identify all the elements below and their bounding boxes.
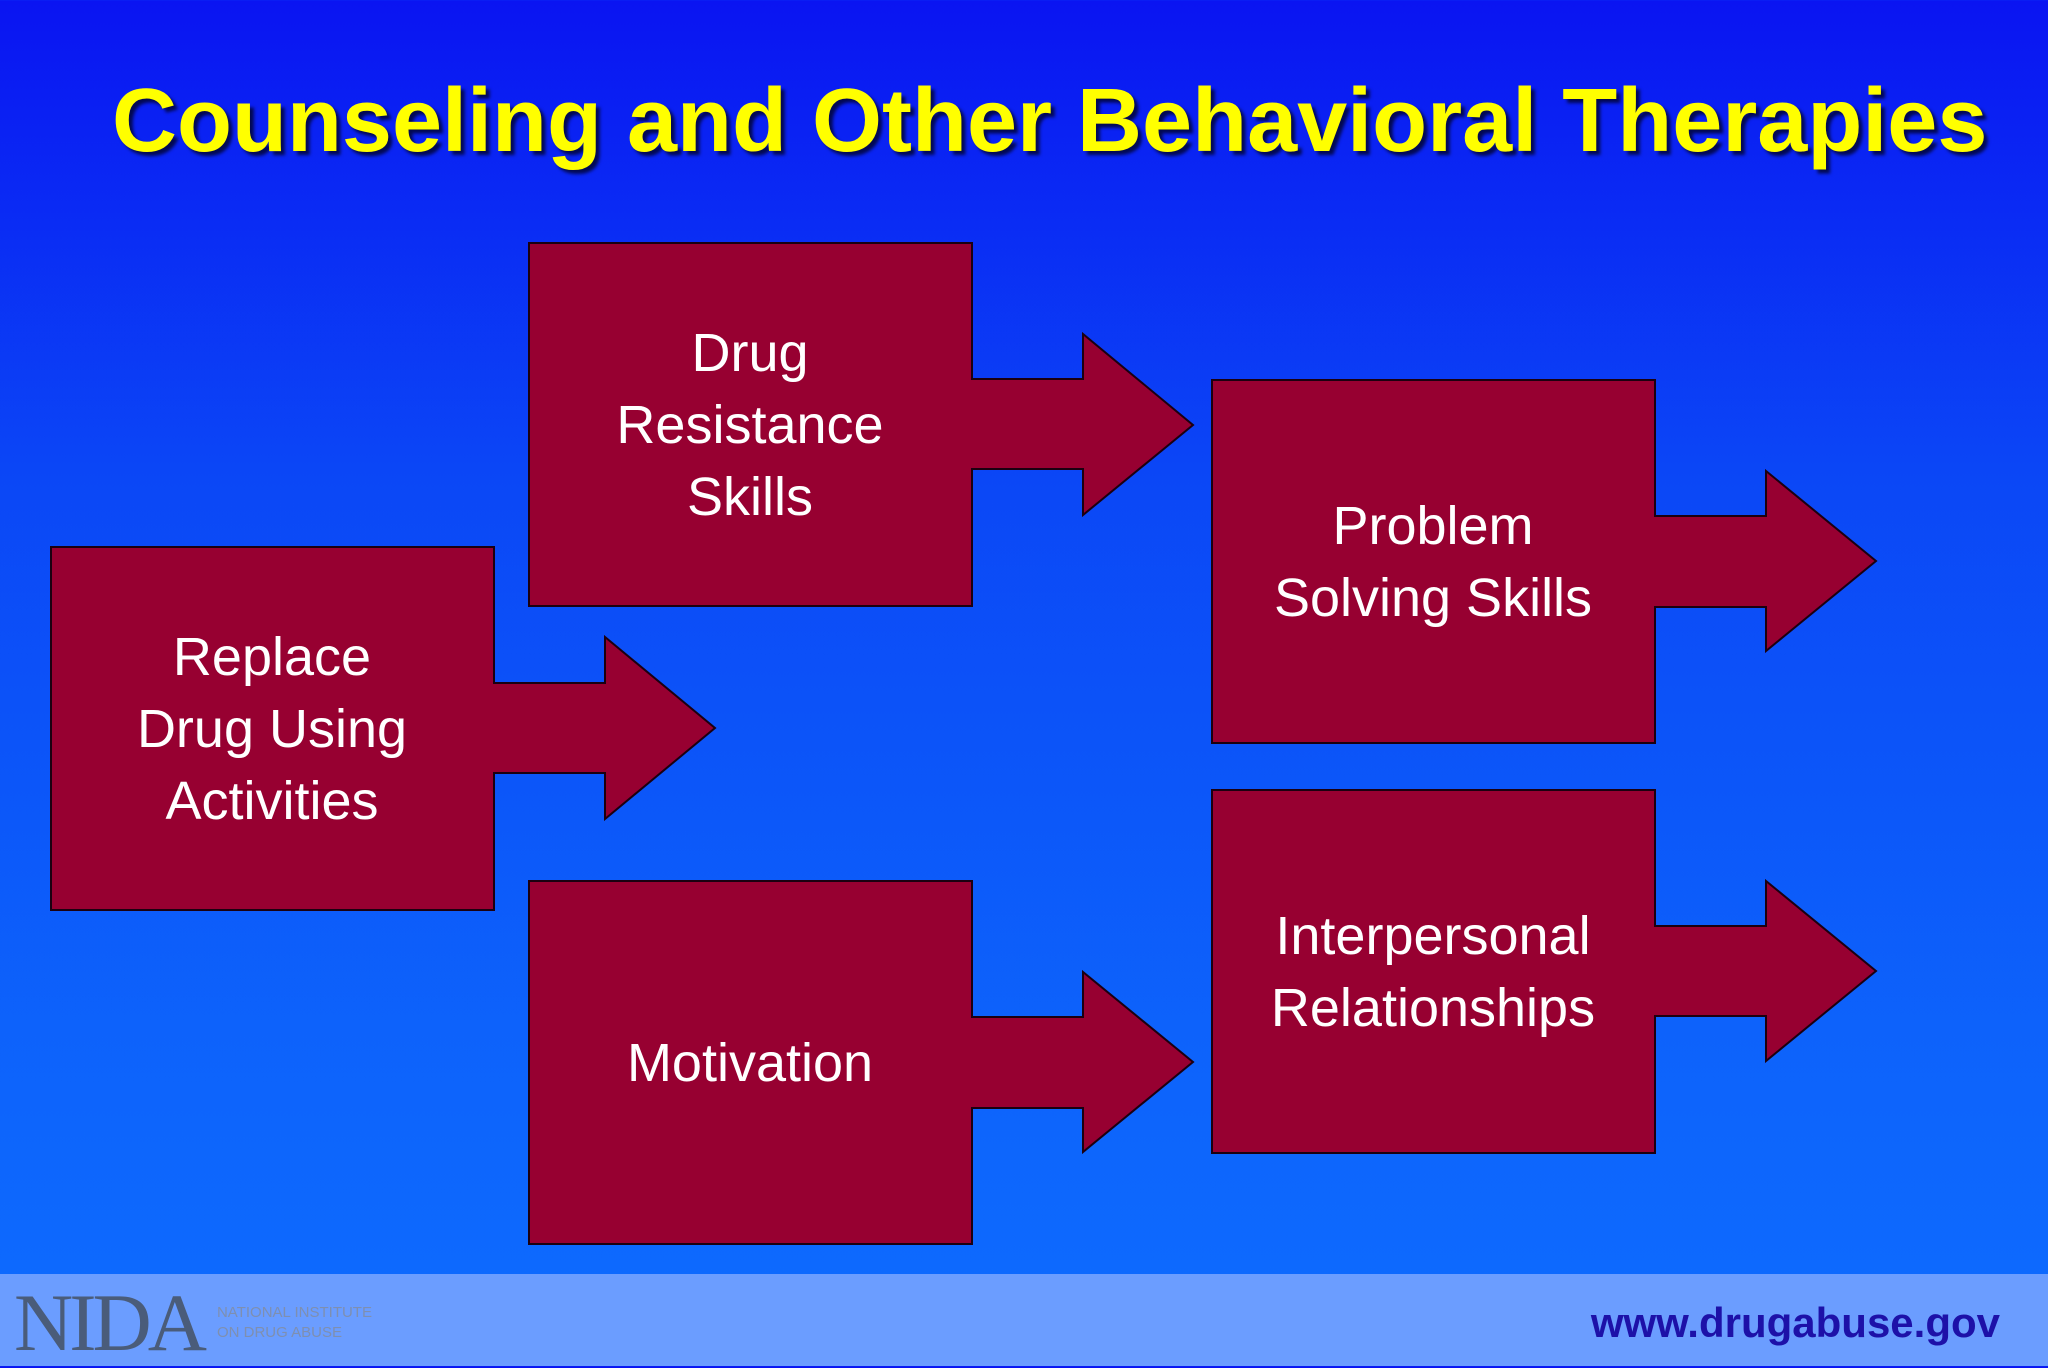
website-link[interactable]: www.drugabuse.gov <box>1590 1299 2000 1346</box>
logo-line-1: National Institute <box>216 1304 372 1321</box>
logo-line-2: on Drug Abuse <box>216 1324 342 1341</box>
footer-bar: NIDA National Institute on Drug Abuse ww… <box>0 1274 2048 1366</box>
slide-title: Counseling and Other Behavioral Therapie… <box>112 71 1988 171</box>
motivation-arrow-box <box>528 880 1195 1245</box>
nida-logo: NIDA National Institute on Drug Abuse <box>14 1277 372 1368</box>
nida-logo-mark: NIDA <box>14 1277 207 1368</box>
problem-solving-arrow-box <box>1211 379 1878 744</box>
nida-logo-text: National Institute on Drug Abuse <box>217 1303 372 1343</box>
replace-activities-arrow-box <box>50 546 717 911</box>
drug-resistance-arrow-box <box>528 242 1195 607</box>
interpersonal-arrow-box <box>1211 789 1878 1154</box>
